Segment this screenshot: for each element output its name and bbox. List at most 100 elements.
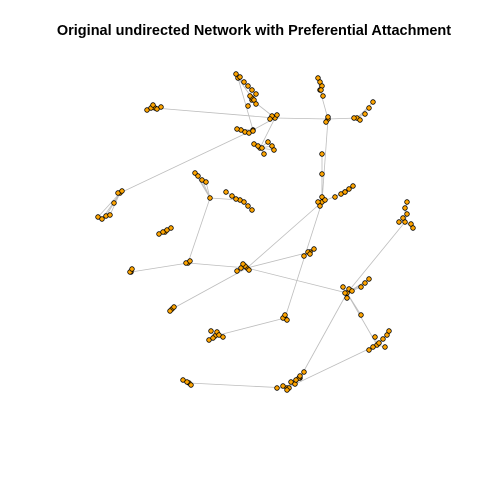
network-vertex bbox=[99, 216, 105, 222]
network-vertex bbox=[207, 195, 213, 201]
network-vertex bbox=[271, 147, 277, 153]
network-edge bbox=[274, 117, 329, 120]
network-vertex bbox=[366, 347, 372, 353]
network-vertex bbox=[301, 369, 307, 375]
network-edge bbox=[259, 117, 276, 149]
network-vertex bbox=[323, 119, 329, 125]
network-vertex bbox=[362, 280, 368, 286]
network-vertex bbox=[168, 225, 174, 231]
network-vertex bbox=[253, 91, 259, 97]
network-vertex bbox=[241, 79, 247, 85]
network-vertex bbox=[346, 186, 352, 192]
network-vertex bbox=[370, 344, 376, 350]
network-vertex bbox=[187, 258, 193, 264]
network-vertex bbox=[223, 189, 229, 195]
network-vertex bbox=[259, 145, 265, 151]
network-vertex bbox=[366, 276, 372, 282]
network-vertex bbox=[150, 102, 156, 108]
network-edge bbox=[201, 179, 211, 199]
network-edge bbox=[246, 267, 348, 294]
network-vertex bbox=[376, 340, 382, 346]
network-vertex bbox=[274, 385, 280, 391]
network-vertex bbox=[188, 382, 194, 388]
network-edge bbox=[346, 221, 406, 294]
network-vertex bbox=[167, 308, 173, 314]
network-vertex bbox=[249, 207, 255, 213]
network-vertex bbox=[372, 334, 378, 340]
network-vertex bbox=[249, 87, 255, 93]
network-vertex bbox=[107, 212, 113, 218]
network-vertex bbox=[293, 377, 299, 383]
network-edge bbox=[286, 344, 378, 389]
network-vertex bbox=[129, 266, 135, 272]
network-edge bbox=[346, 292, 378, 346]
network-vertex bbox=[350, 183, 356, 189]
network-vertex bbox=[342, 290, 348, 296]
network-edge bbox=[187, 197, 211, 264]
network-vertex bbox=[342, 189, 348, 195]
network-vertex bbox=[400, 215, 406, 221]
network-vertex bbox=[380, 336, 386, 342]
network-vertex bbox=[340, 284, 346, 290]
network-vertex bbox=[171, 304, 177, 310]
network-vertex bbox=[332, 194, 338, 200]
network-vertex bbox=[357, 117, 363, 123]
network-edge bbox=[356, 101, 374, 119]
network-vertex bbox=[402, 205, 408, 211]
network-edge bbox=[246, 201, 323, 269]
network-vertex bbox=[265, 139, 271, 145]
network-vertex bbox=[297, 373, 303, 379]
network-vertex bbox=[245, 103, 251, 109]
network-vertex bbox=[245, 83, 251, 89]
network-edge bbox=[214, 317, 286, 337]
network-vertex bbox=[195, 173, 201, 179]
network-vertex bbox=[246, 267, 252, 273]
network-vertex bbox=[233, 196, 239, 202]
network-vertex bbox=[245, 203, 251, 209]
network-edge bbox=[346, 292, 362, 316]
network-vertex bbox=[233, 71, 239, 77]
network-vertex bbox=[184, 379, 190, 385]
network-vertex bbox=[349, 288, 355, 294]
network-vertex bbox=[317, 203, 323, 209]
network-vertex bbox=[366, 105, 372, 111]
network-edge bbox=[171, 267, 248, 310]
network-edge bbox=[130, 262, 189, 273]
network-vertex bbox=[358, 284, 364, 290]
network-vertex bbox=[282, 312, 288, 318]
network-vertex bbox=[307, 251, 313, 257]
network-vertex bbox=[320, 93, 326, 99]
edge-layer bbox=[97, 73, 414, 390]
network-vertex bbox=[247, 93, 253, 99]
network-vertex bbox=[386, 328, 392, 334]
network-vertex bbox=[284, 387, 290, 393]
vertex-layer bbox=[95, 71, 416, 393]
network-edge bbox=[97, 192, 121, 218]
network-vertex bbox=[358, 312, 364, 318]
network-edge bbox=[154, 107, 276, 119]
network-edge bbox=[188, 382, 288, 389]
network-vertex bbox=[382, 344, 388, 350]
network-edge bbox=[321, 118, 329, 203]
network-vertex bbox=[267, 116, 273, 122]
network-vertex bbox=[396, 219, 402, 225]
network-edge bbox=[246, 251, 311, 269]
network-vertex bbox=[250, 128, 256, 134]
network-edge bbox=[284, 201, 323, 319]
plot-title: Original undirected Network with Prefere… bbox=[57, 23, 451, 39]
network-vertex bbox=[210, 335, 216, 341]
network-vertex bbox=[119, 188, 125, 194]
network-vertex bbox=[237, 74, 243, 80]
network-vertex bbox=[220, 334, 226, 340]
network-edge bbox=[237, 77, 254, 131]
network-vertex bbox=[301, 253, 307, 259]
network-vertex bbox=[261, 151, 267, 157]
network-vertex bbox=[274, 112, 280, 118]
network-vertex bbox=[208, 328, 214, 334]
network-vertex bbox=[404, 211, 410, 217]
network-vertex bbox=[322, 197, 328, 203]
network-vertex bbox=[318, 87, 324, 93]
network-vertex bbox=[325, 114, 331, 120]
network-vertex bbox=[311, 246, 317, 252]
